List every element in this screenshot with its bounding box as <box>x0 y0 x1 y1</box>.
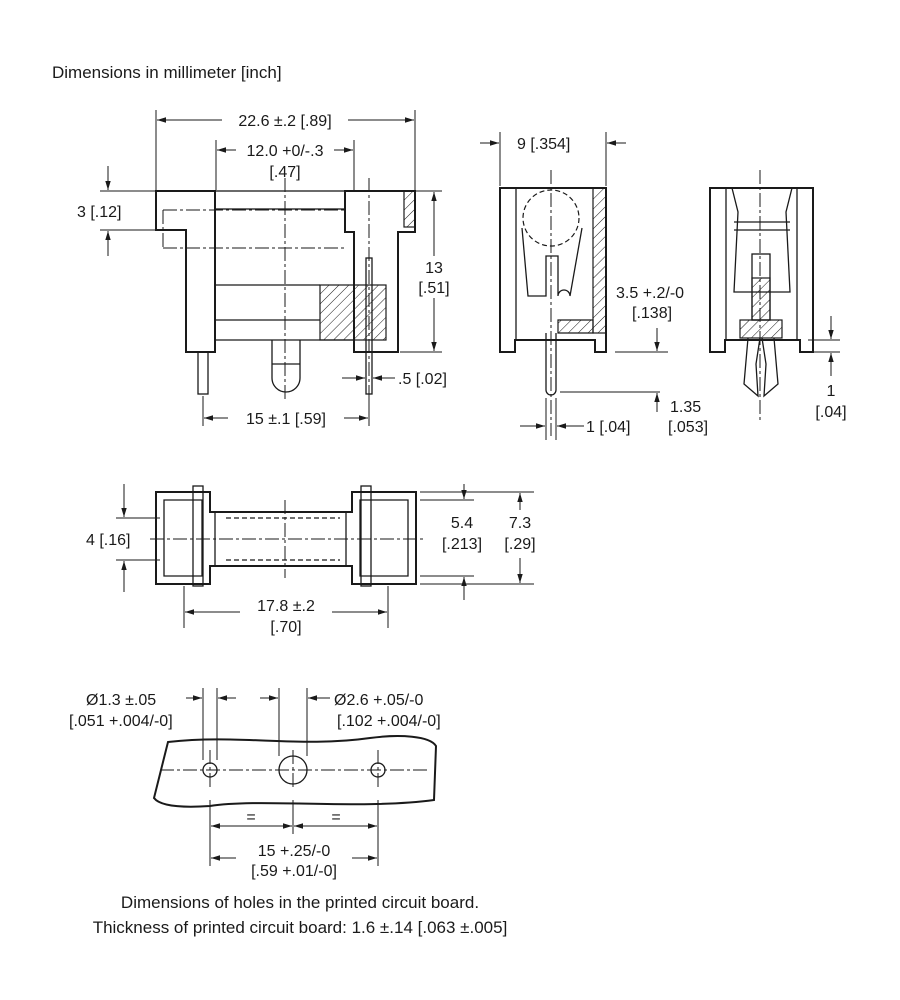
dim-pin-width: 1 [.04] <box>586 419 630 436</box>
front-view: 22.6 ±.2 [.89] 12.0 +0/-.3 [.47] 3 [.12]… <box>77 110 454 428</box>
section-hatch <box>319 284 387 341</box>
dim-small-hole-in: [.051 +.004/-0] <box>69 713 173 730</box>
dim-large-hole-mm: Ø2.6 +.05/-0 <box>334 692 423 709</box>
dim-length-in: [.70] <box>270 619 301 636</box>
dim-overall-width: 22.6 ±.2 [.89] <box>238 113 331 130</box>
pcb-caption-line2: Thickness of printed circuit board: 1.6 … <box>93 918 508 937</box>
dim-height-in: [.51] <box>418 280 449 297</box>
dim-hole-spacing-mm: 15 +.25/-0 <box>258 843 331 860</box>
latch-collar <box>739 319 783 339</box>
latch-view: 1 [.04] <box>709 187 847 421</box>
dim-inner-width-mm: 12.0 +0/-.3 <box>247 143 324 160</box>
dim-standoff-in: [.138] <box>632 305 672 322</box>
dim-outer-depth-in: [.29] <box>504 536 535 553</box>
dim-pin-thickness: .5 [.02] <box>398 371 447 388</box>
equal-mark-left: = <box>246 809 255 826</box>
locating-post <box>271 340 301 393</box>
dim-standoff-mm: 3.5 +.2/-0 <box>616 285 684 302</box>
pcb-caption-line1: Dimensions of holes in the printed circu… <box>121 893 479 912</box>
cap-hatch <box>403 190 416 228</box>
dim-hole-spacing-in: [.59 +.01/-0] <box>251 863 337 880</box>
dim-inner-width-in: [.47] <box>269 164 300 181</box>
dim-latch-mm: 1 <box>827 383 836 400</box>
side-view: 9 [.354] 3.5 +.2/-0 [.138] 1 [.04] 1.35 … <box>480 132 761 440</box>
dim-outer-depth-mm: 7.3 <box>509 515 531 532</box>
dim-inner-depth-in: [.213] <box>442 536 482 553</box>
dim-large-hole-in: [.102 +.004/-0] <box>337 713 441 730</box>
pcb-layout: Ø1.3 ±.05 [.051 +.004/-0] Ø2.6 +.05/-0 [… <box>69 688 507 937</box>
dim-pin-spacing: 15 ±.1 [.59] <box>246 411 326 428</box>
dim-length-mm: 17.8 ±.2 <box>257 598 315 615</box>
dim-small-hole-mm: Ø1.3 ±.05 <box>86 692 156 709</box>
dim-inner-depth-mm: 5.4 <box>451 515 473 532</box>
equal-mark-right: = <box>331 809 340 826</box>
dim-side-width: 9 [.354] <box>517 136 570 153</box>
pin-left <box>197 351 209 395</box>
top-view: 4 [.16] 5.4 [.213] 7.3 [.29] 17.8 ±.2 [.… <box>86 484 536 636</box>
dim-height-mm: 13 <box>425 260 443 277</box>
dim-offset-mm: 1.35 <box>670 399 701 416</box>
dim-cap-height: 3 [.12] <box>77 204 121 221</box>
page-title: Dimensions in millimeter [inch] <box>52 63 282 82</box>
dim-slot-width: 4 [.16] <box>86 532 130 549</box>
dim-latch-in: [.04] <box>815 404 846 421</box>
pcb-outline <box>152 735 438 808</box>
dim-offset-in: [.053] <box>668 419 708 436</box>
